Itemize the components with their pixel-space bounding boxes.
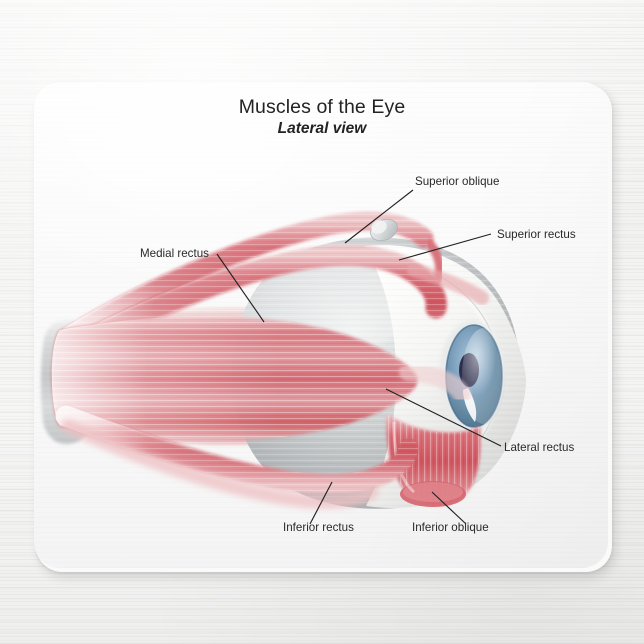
inferior-oblique-origin-band bbox=[61, 419, 379, 509]
inferior-rectus-muscle bbox=[55, 405, 418, 495]
trochlea-pulley bbox=[370, 218, 398, 242]
label-medial-rectus: Medial rectus bbox=[140, 247, 209, 260]
label-superior-rectus: Superior rectus bbox=[497, 228, 576, 241]
page-subtitle: Lateral view bbox=[277, 120, 367, 137]
leader-inferior-rectus bbox=[309, 481, 333, 525]
label-inferior-oblique: Inferior oblique bbox=[412, 521, 489, 534]
inferior-oblique-muscle bbox=[386, 414, 481, 507]
label-inferior-rectus: Inferior rectus bbox=[283, 521, 354, 534]
eye-anatomy-illustration bbox=[40, 189, 526, 525]
superior-oblique-muscle bbox=[60, 211, 445, 346]
leader-superior-oblique bbox=[344, 189, 414, 244]
lateral-rectus-muscle bbox=[51, 316, 471, 441]
label-superior-oblique: Superior oblique bbox=[415, 175, 500, 188]
leader-superior-rectus bbox=[398, 233, 492, 261]
page-title: Muscles of the Eye bbox=[238, 96, 406, 118]
leader-lines bbox=[216, 189, 502, 525]
leader-lateral-rectus bbox=[385, 388, 502, 447]
leader-medial-rectus bbox=[216, 253, 265, 323]
label-lateral-rectus: Lateral rectus bbox=[504, 441, 575, 454]
leader-inferior-oblique bbox=[431, 491, 467, 525]
